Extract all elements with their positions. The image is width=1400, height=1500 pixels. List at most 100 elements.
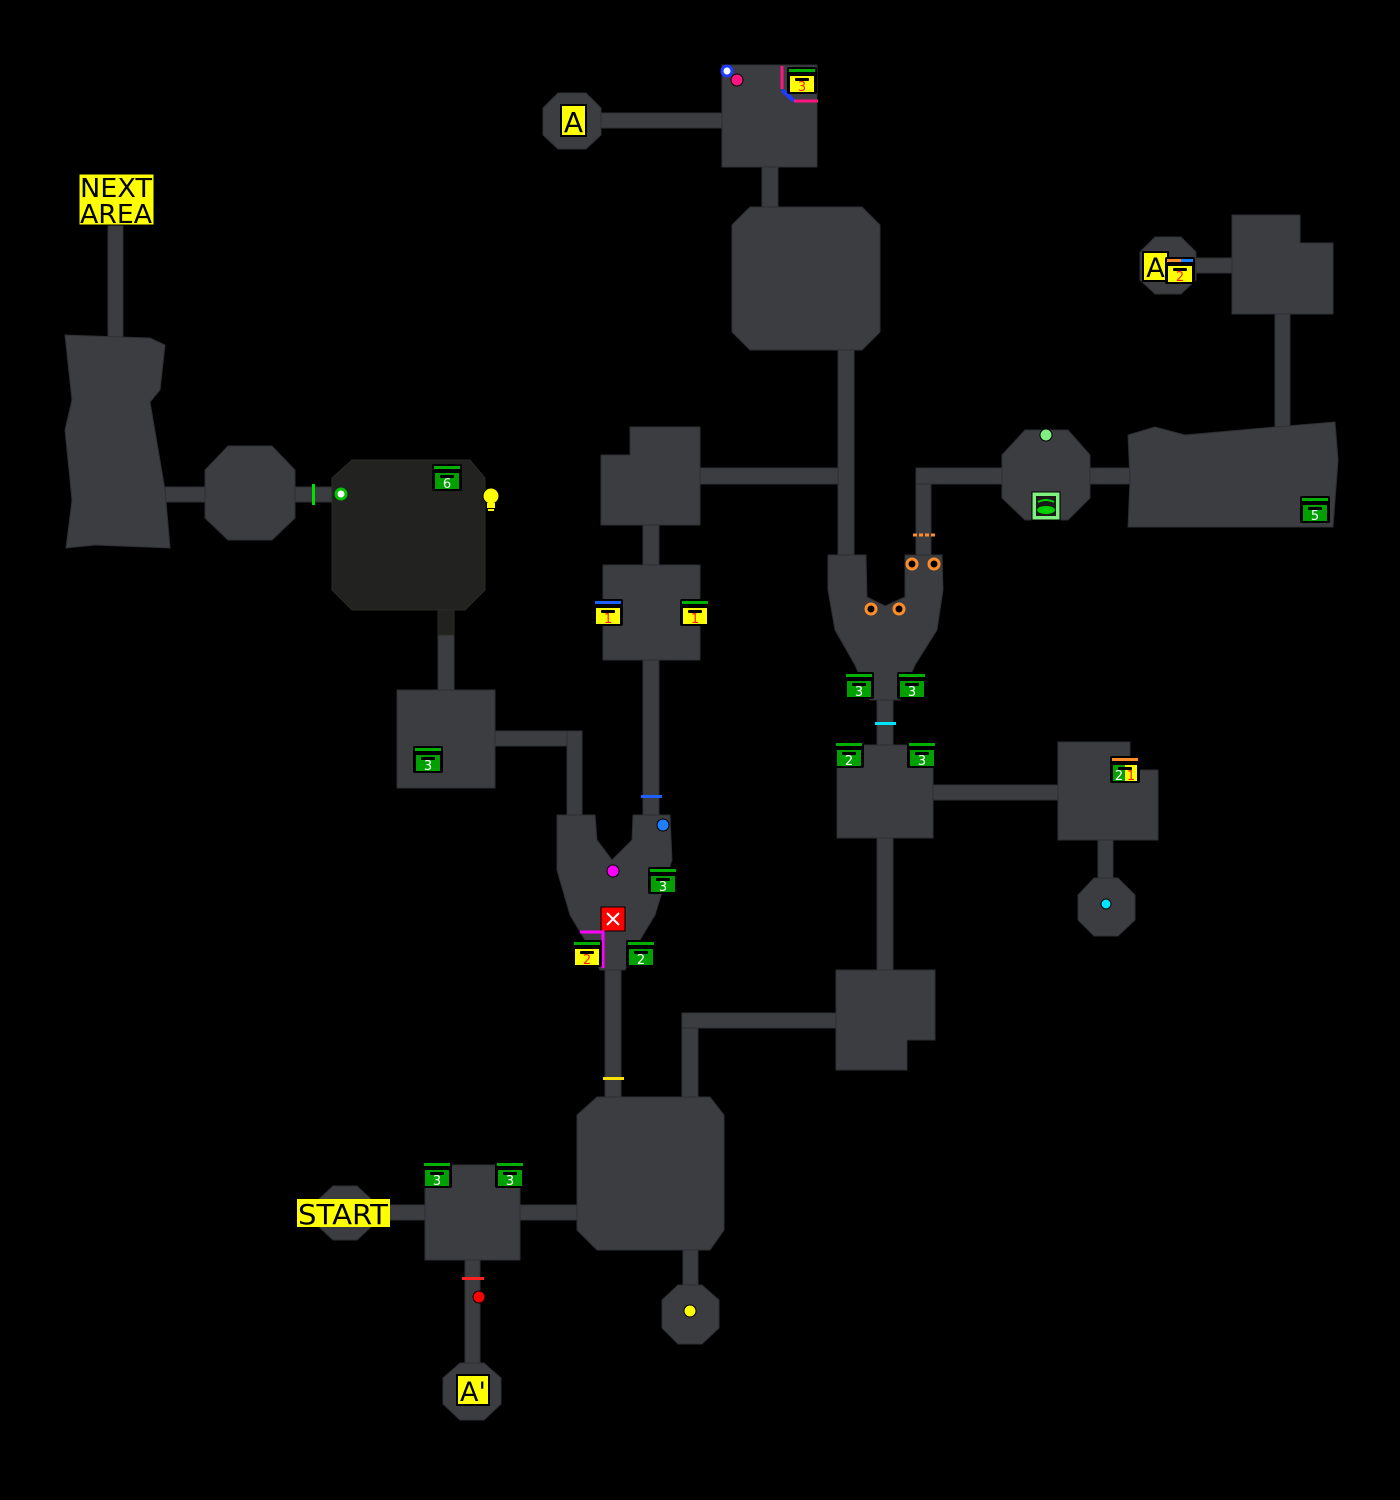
treasure-chest[interactable]: 1 xyxy=(593,599,623,627)
blue-barrier xyxy=(780,88,796,103)
corridor xyxy=(164,486,211,503)
treasure-chest[interactable]: 3 xyxy=(648,867,678,895)
treasure-chest[interactable]: 2 xyxy=(834,741,864,769)
start-text: START xyxy=(298,1198,389,1231)
orange-ring-icon[interactable] xyxy=(927,557,941,571)
area-labels: NEXT AREA START A A A' xyxy=(78,104,1169,1408)
room-northeast xyxy=(1231,214,1334,315)
chest-count: 1 xyxy=(1127,769,1135,784)
next-area-text-2: AREA xyxy=(80,200,152,230)
chest-count: 2 xyxy=(637,953,645,968)
treasure-chest[interactable]: 2 xyxy=(572,940,602,968)
red-door[interactable] xyxy=(462,1277,484,1280)
chest-count: 3 xyxy=(908,685,916,700)
yellow-door[interactable] xyxy=(603,1077,624,1080)
chest-count: 3 xyxy=(918,754,926,769)
cyan-orb-icon[interactable] xyxy=(1100,898,1112,910)
blue-door[interactable] xyxy=(641,795,662,798)
chest-count: 5 xyxy=(1311,509,1319,524)
corridor xyxy=(594,112,726,129)
warp-a-right-text: A xyxy=(1146,253,1165,284)
room-far-east xyxy=(1057,741,1159,841)
lightbulb-icon[interactable] xyxy=(482,487,500,511)
warp-a-prime-label[interactable]: A' xyxy=(456,1374,490,1408)
treasure-chest[interactable]: 1 xyxy=(680,599,710,627)
treasure-chest[interactable]: 6 xyxy=(432,464,462,492)
room-west-lower xyxy=(396,689,496,789)
room-east-cavern xyxy=(1127,421,1339,528)
orange-ring-icon[interactable] xyxy=(892,602,906,616)
start-label[interactable]: START xyxy=(297,1198,390,1231)
chest-count: 1 xyxy=(691,612,699,627)
corridors xyxy=(107,112,1291,1374)
treasure-chest[interactable]: 3 xyxy=(422,1161,452,1189)
treasure-chest[interactable]: 3 xyxy=(495,1161,525,1189)
corridor xyxy=(464,1257,481,1374)
room-dark-chamber xyxy=(331,459,486,611)
next-area-text-1: NEXT xyxy=(80,174,152,204)
orange-ring-icon[interactable] xyxy=(864,602,878,616)
corridor xyxy=(642,521,660,568)
chest-count: 3 xyxy=(433,1174,441,1189)
cyan-door[interactable] xyxy=(875,722,896,725)
corridor xyxy=(761,164,779,211)
treasure-chest[interactable]: 2 xyxy=(626,940,656,968)
treasure-chest[interactable]: 5 xyxy=(1300,496,1330,524)
chest-count: 2 xyxy=(1176,270,1184,285)
blue-orb-icon[interactable] xyxy=(656,818,670,832)
corridor xyxy=(604,964,622,1103)
room-west-octagon xyxy=(204,445,296,541)
warp-a-right-label[interactable]: A xyxy=(1142,251,1169,284)
corridor xyxy=(1274,311,1291,431)
corridor-next-area xyxy=(107,224,124,341)
corridor xyxy=(837,347,855,561)
treasure-chest[interactable]: 3 xyxy=(787,67,817,95)
speaker-icon[interactable] xyxy=(1031,491,1061,521)
corridor xyxy=(681,1012,841,1029)
corridor xyxy=(517,1204,581,1221)
room-east-octagon xyxy=(1001,429,1091,521)
treasure-chest[interactable]: 3 xyxy=(897,672,927,700)
boss-x-icon[interactable] xyxy=(600,906,626,932)
chest-count: 3 xyxy=(424,759,432,774)
corridor xyxy=(697,467,845,485)
blue-switch-icon[interactable] xyxy=(720,64,734,78)
magenta-orb-icon[interactable] xyxy=(606,864,620,878)
chest-count: 3 xyxy=(506,1174,514,1189)
room-south-hall xyxy=(576,1096,725,1251)
treasure-chest[interactable]: 3 xyxy=(907,741,937,769)
corridor xyxy=(566,730,583,822)
chest-count: 1 xyxy=(604,612,612,627)
chest-count: 6 xyxy=(443,477,451,492)
chest-count: 2 xyxy=(583,953,591,968)
magenta-barrier xyxy=(580,930,605,968)
room-v-chamber xyxy=(827,554,944,701)
warp-a-top-text: A xyxy=(564,106,583,139)
corridor xyxy=(1085,467,1133,485)
orange-ring-icon[interactable] xyxy=(905,557,919,571)
treasure-chest[interactable]: 2 xyxy=(1165,257,1195,285)
green-door[interactable] xyxy=(312,484,315,505)
chest-count: 2 xyxy=(845,754,853,769)
red-orb-icon[interactable] xyxy=(472,1290,486,1304)
corridor xyxy=(876,834,894,976)
corridor xyxy=(915,467,1007,485)
treasure-chest[interactable]: 3 xyxy=(413,746,443,774)
pink-orb-icon[interactable] xyxy=(730,73,744,87)
chest-count: 3 xyxy=(855,685,863,700)
warp-a-top-label[interactable]: A xyxy=(560,104,587,139)
green-orb-icon[interactable] xyxy=(1039,428,1053,442)
next-area-label[interactable]: NEXT AREA xyxy=(78,173,155,230)
room-center-north xyxy=(600,426,701,526)
green-switch-icon[interactable] xyxy=(334,487,348,501)
treasure-chest[interactable]: 3 xyxy=(844,672,874,700)
corridor xyxy=(387,1204,429,1221)
yellow-orb-icon[interactable] xyxy=(683,1304,697,1318)
chest-count: 3 xyxy=(659,880,667,895)
warp-a-prime-text: A' xyxy=(460,1377,486,1408)
corridor xyxy=(929,784,1061,801)
